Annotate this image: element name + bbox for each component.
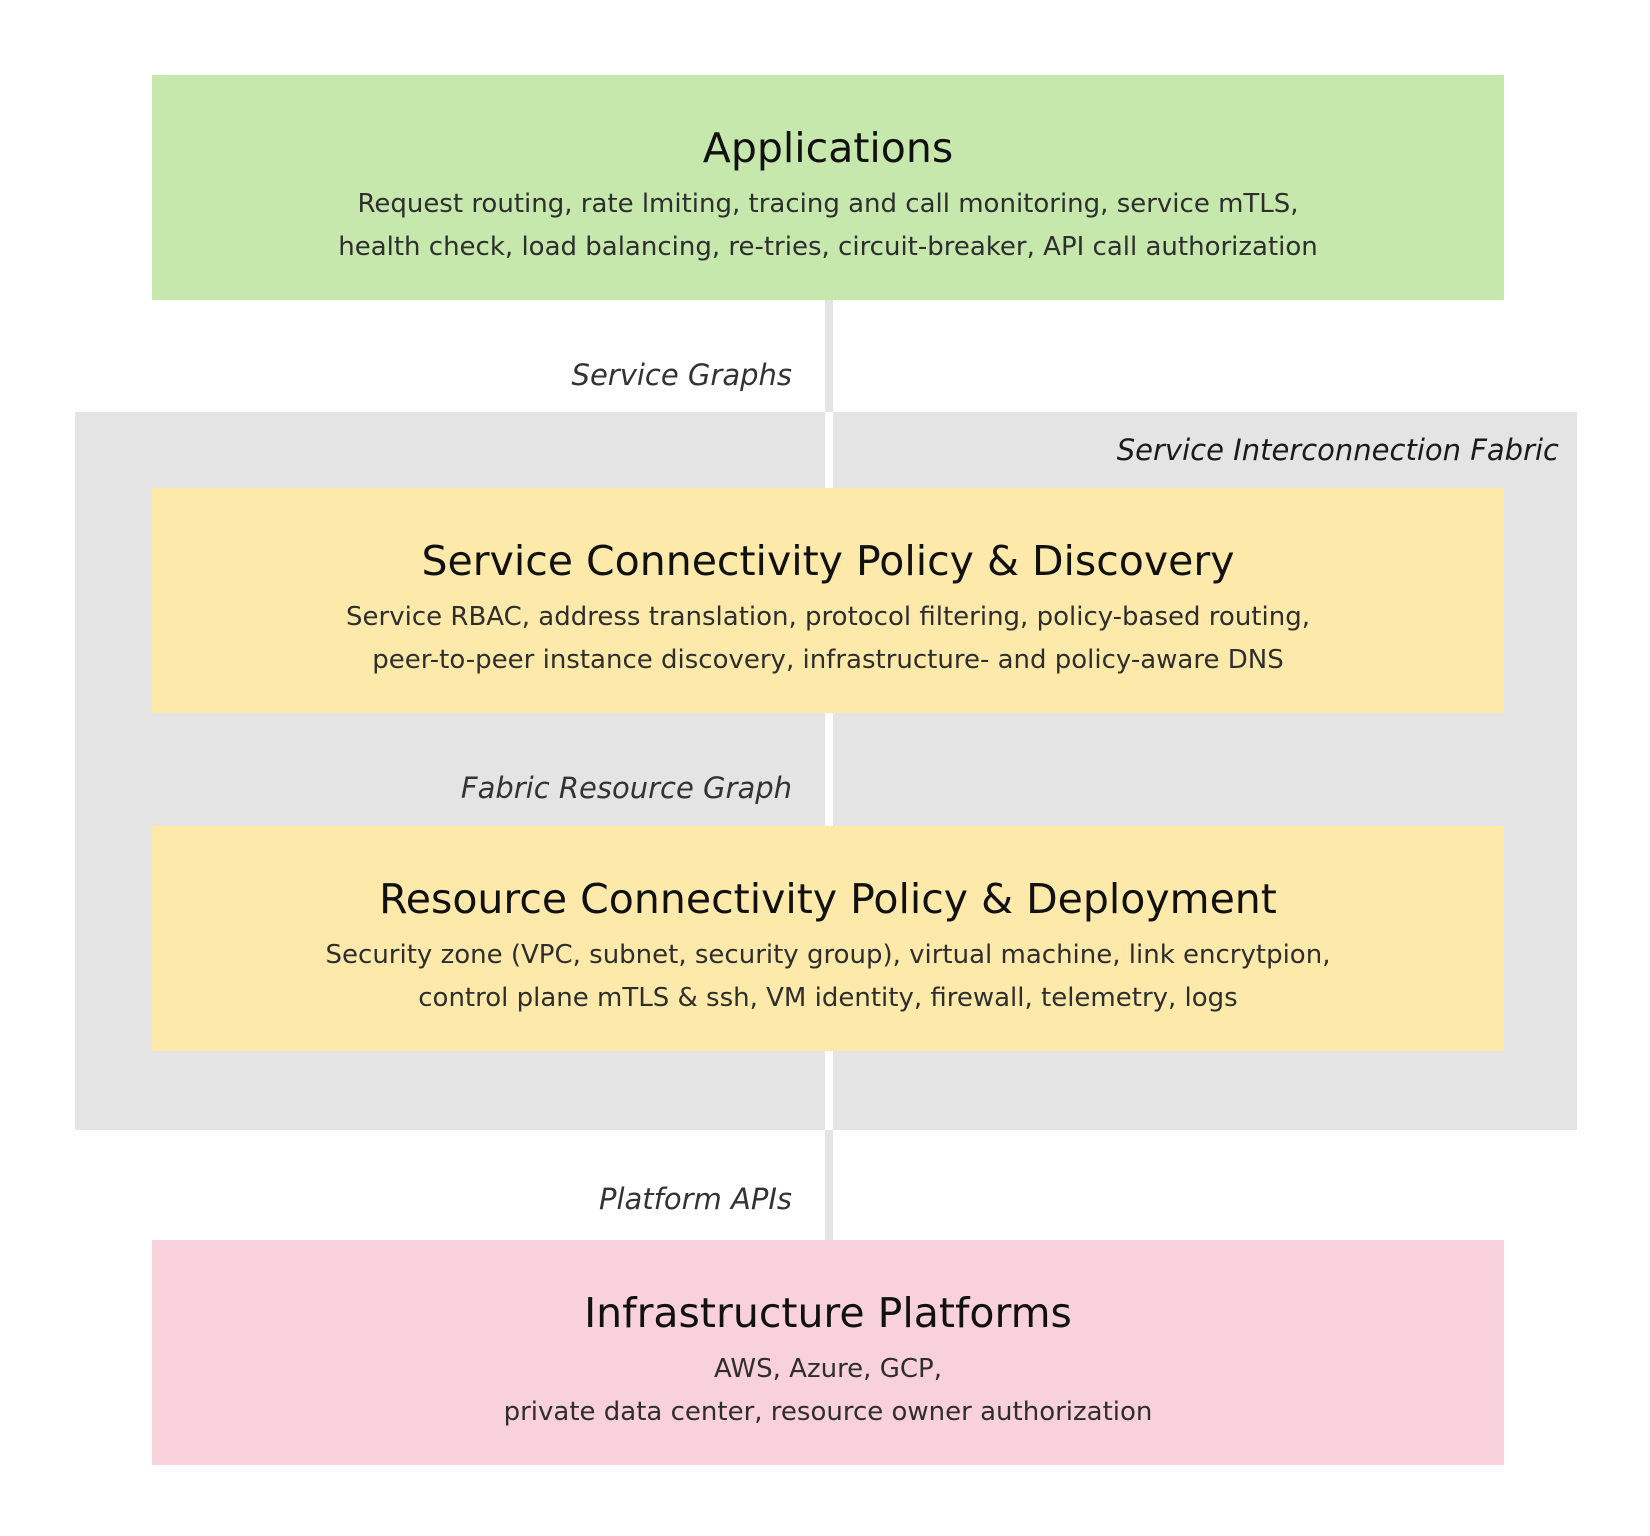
platform-apis-label: Platform APIs	[598, 1182, 792, 1216]
applications-description: Request routing, rate lmiting, tracing a…	[152, 183, 1504, 269]
applications-layer: Applications Request routing, rate lmiti…	[152, 75, 1504, 300]
service-connectivity-desc-line-2: peer-to-peer instance discovery, infrast…	[372, 645, 1284, 675]
infrastructure-desc-line-2: private data center, resource owner auth…	[503, 1397, 1153, 1427]
service-connectivity-title: Service Connectivity Policy & Discovery	[421, 537, 1235, 585]
service-connectivity-description: Service RBAC, address translation, proto…	[152, 596, 1504, 682]
applications-desc-line-1: Request routing, rate lmiting, tracing a…	[357, 189, 1299, 219]
applications-desc-line-2: health check, load balancing, re-tries, …	[338, 232, 1318, 262]
service-graphs-label: Service Graphs	[571, 358, 792, 392]
infrastructure-description: AWS, Azure, GCP, private data center, re…	[152, 1348, 1504, 1434]
infrastructure-layer: Infrastructure Platforms AWS, Azure, GCP…	[152, 1240, 1504, 1465]
resource-connectivity-desc-line-2: control plane mTLS & ssh, VM identity, f…	[418, 983, 1238, 1013]
resource-connectivity-title: Resource Connectivity Policy & Deploymen…	[379, 875, 1277, 923]
connector-applications-to-fabric	[825, 300, 833, 412]
service-connectivity-desc-line-1: Service RBAC, address translation, proto…	[346, 602, 1310, 632]
infrastructure-title: Infrastructure Platforms	[584, 1289, 1072, 1337]
connector-resource-connectivity-to-fabric-edge	[825, 1048, 833, 1130]
fabric-resource-graph-label: Fabric Resource Graph	[460, 771, 792, 805]
service-interconnection-fabric-label: Service Interconnection Fabric	[1116, 433, 1559, 467]
connector-service-to-resource-connectivity	[825, 710, 833, 826]
connector-fabric-to-infrastructure	[825, 1130, 833, 1240]
resource-connectivity-desc-line-1: Security zone (VPC, subnet, security gro…	[325, 940, 1331, 970]
service-connectivity-layer: Service Connectivity Policy & Discovery …	[152, 488, 1504, 713]
resource-connectivity-description: Security zone (VPC, subnet, security gro…	[152, 934, 1504, 1020]
infrastructure-desc-line-1: AWS, Azure, GCP,	[714, 1354, 942, 1384]
connector-fabric-to-service-connectivity	[825, 412, 833, 488]
resource-connectivity-layer: Resource Connectivity Policy & Deploymen…	[152, 826, 1504, 1051]
applications-title: Applications	[702, 124, 954, 172]
